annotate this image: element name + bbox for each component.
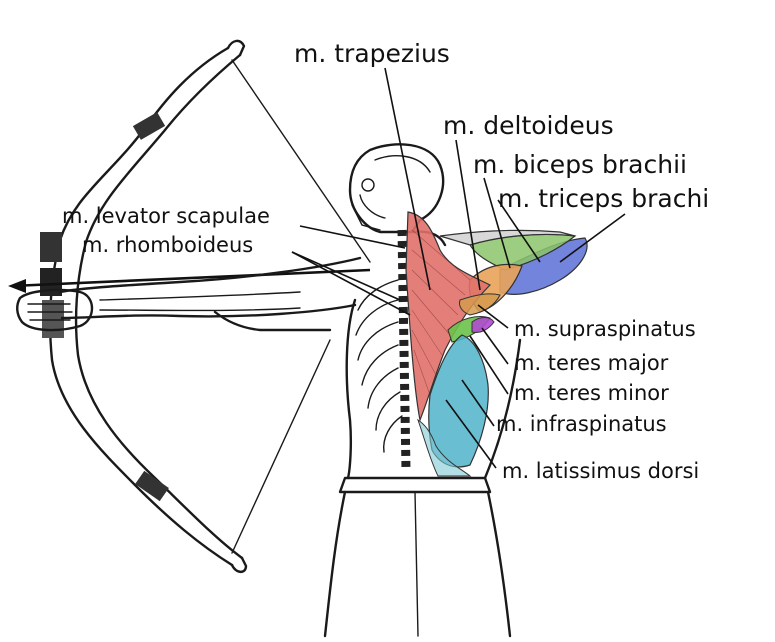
- label-teres-minor: m. teres minor: [514, 381, 669, 405]
- skull-eye-icon: [361, 178, 375, 192]
- label-triceps: m. triceps brachi: [498, 184, 709, 213]
- label-latissimus: m. latissimus dorsi: [502, 459, 699, 483]
- spine: [397, 229, 411, 471]
- label-trapezius: m. trapezius: [294, 39, 450, 68]
- arrowhead-icon: [8, 279, 26, 293]
- labels: m. trapezius m. deltoideus m. biceps bra…: [62, 39, 709, 483]
- muscle-latissimus: [417, 418, 472, 477]
- arrow: [8, 268, 371, 293]
- muscle-supraspinatus: [459, 293, 501, 316]
- label-rhomboideus: m. rhomboideus: [82, 233, 253, 257]
- muscle-teres-major: [471, 317, 495, 333]
- label-infraspinatus: m. infraspinatus: [496, 412, 667, 436]
- label-levator: m. levator scapulae: [62, 204, 270, 228]
- leader-lines: [291, 67, 626, 469]
- muscle-groups: [405, 211, 588, 477]
- label-deltoideus: m. deltoideus: [443, 111, 614, 140]
- bow-string-lower: [231, 339, 331, 554]
- label-supraspinatus: m. supraspinatus: [514, 317, 696, 341]
- bow: [40, 39, 371, 574]
- bow-string-upper: [231, 59, 371, 263]
- label-teres-major: m. teres major: [514, 351, 669, 375]
- belt: [338, 476, 492, 494]
- label-biceps: m. biceps brachii: [473, 150, 687, 179]
